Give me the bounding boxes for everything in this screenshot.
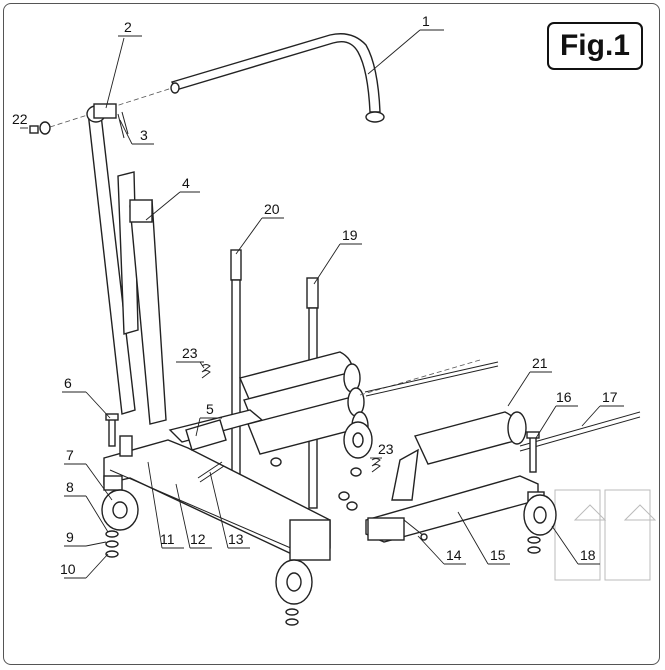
callout-7: 7 bbox=[66, 447, 74, 463]
ram-part-4 bbox=[117, 171, 167, 425]
spring-part-23b bbox=[371, 458, 381, 473]
callout-13: 13 bbox=[228, 531, 244, 547]
callout-6: 6 bbox=[64, 375, 72, 391]
rod-part-17 bbox=[364, 361, 641, 452]
callout-labels: 1 2 3 4 5 6 7 8 9 10 11 12 13 14 15 16 1… bbox=[12, 13, 618, 577]
arm-part-2 bbox=[86, 103, 136, 415]
bracket-part-5 bbox=[185, 419, 227, 451]
washer-stack-parts-8-9-10 bbox=[105, 530, 119, 558]
callout-12: 12 bbox=[190, 531, 206, 547]
bolt-washer-part-22 bbox=[29, 121, 51, 135]
figure-title: Fig.1 bbox=[547, 22, 643, 70]
pin-part-3 bbox=[117, 111, 129, 139]
callout-10: 10 bbox=[60, 561, 76, 577]
callout-4: 4 bbox=[182, 175, 190, 191]
background-artifacts bbox=[554, 489, 657, 581]
callout-1: 1 bbox=[422, 13, 430, 29]
bolt-part-6 bbox=[105, 413, 119, 447]
callout-11: 11 bbox=[160, 531, 175, 547]
callout-23-right: 23 bbox=[378, 441, 394, 457]
pin-part-14-head bbox=[420, 533, 428, 541]
callout-22: 22 bbox=[12, 111, 28, 127]
callout-15: 15 bbox=[490, 547, 506, 563]
spring-part-23a bbox=[201, 364, 211, 379]
callout-14: 14 bbox=[446, 547, 462, 563]
nut-stack-center bbox=[270, 457, 362, 511]
caster-middle bbox=[275, 559, 313, 605]
callout-16: 16 bbox=[556, 389, 572, 405]
pin-part-13 bbox=[197, 461, 225, 483]
roller-set-left bbox=[239, 351, 369, 455]
callout-20: 20 bbox=[264, 201, 280, 217]
callout-8: 8 bbox=[66, 479, 74, 495]
callout-9: 9 bbox=[66, 529, 74, 545]
callout-5: 5 bbox=[206, 401, 214, 417]
leader-lines bbox=[20, 29, 624, 579]
pin-part-14 bbox=[403, 519, 425, 537]
callout-23-left: 23 bbox=[182, 345, 198, 361]
callout-19: 19 bbox=[342, 227, 358, 243]
roller-axis-left bbox=[359, 359, 481, 396]
boom-arm-part-1 bbox=[170, 33, 385, 123]
washer-stack-right bbox=[527, 536, 541, 554]
washer-stack-middle bbox=[285, 608, 299, 626]
bolt-part-16 bbox=[526, 431, 540, 473]
callout-17: 17 bbox=[602, 389, 618, 405]
callout-2: 2 bbox=[124, 19, 132, 35]
callout-3: 3 bbox=[140, 127, 148, 143]
caster-rear-right-part-18 bbox=[523, 491, 557, 536]
callout-18: 18 bbox=[580, 547, 596, 563]
caster-front-left-part-7 bbox=[101, 475, 139, 531]
roller-part-21 bbox=[391, 411, 527, 501]
callout-21: 21 bbox=[532, 355, 548, 371]
leg-part-15 bbox=[365, 475, 539, 543]
caster-rear-left bbox=[343, 421, 373, 459]
